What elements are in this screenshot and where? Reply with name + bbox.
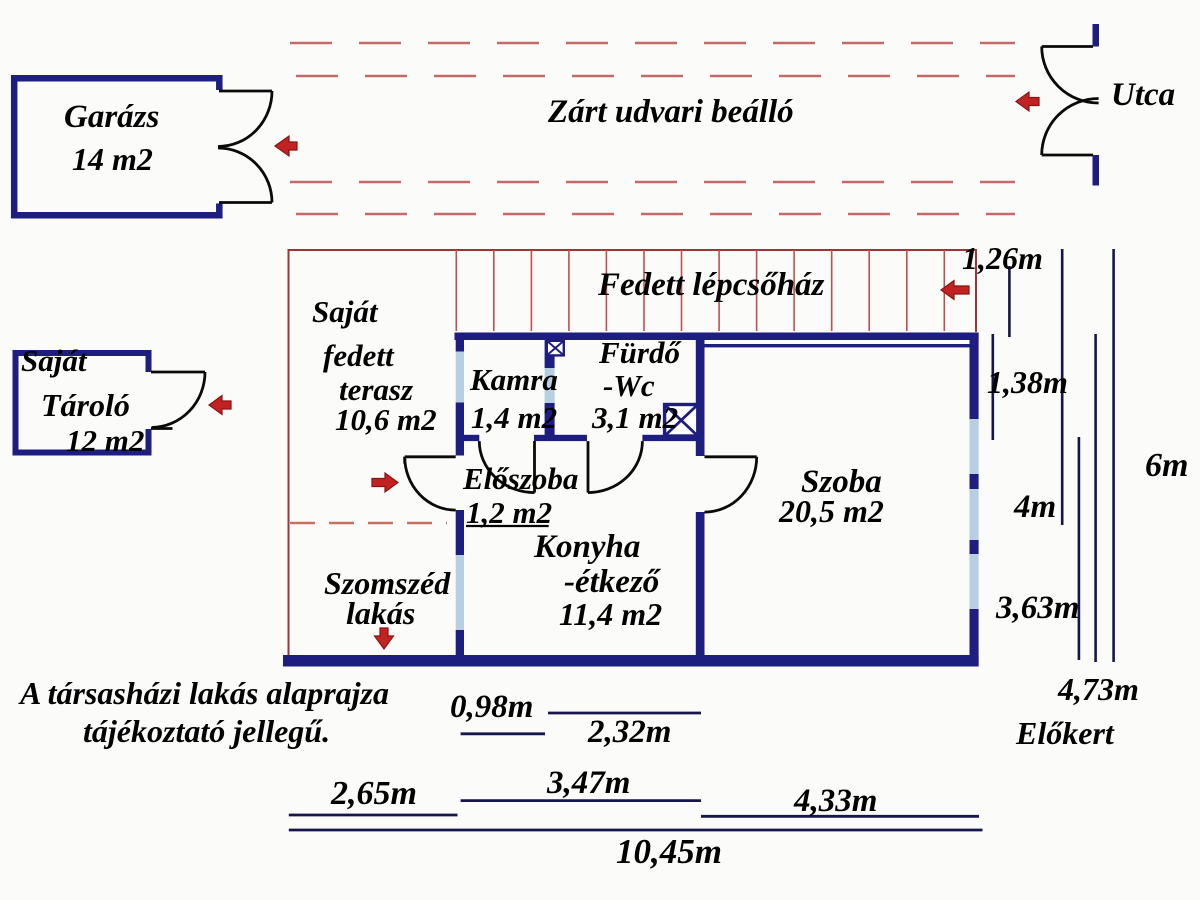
svg-text:1,38m: 1,38m [987,364,1068,400]
svg-text:6m: 6m [1145,447,1188,484]
svg-text:Tároló: Tároló [41,387,130,423]
svg-text:Előkert: Előkert [1015,715,1115,751]
svg-text:1,26m: 1,26m [962,240,1043,276]
svg-text:4,33m: 4,33m [793,783,877,819]
svg-text:Saját: Saját [21,343,88,378]
svg-text:-Wc: -Wc [603,368,655,403]
svg-text:Konyha: Konyha [533,529,640,565]
svg-text:20,5 m2: 20,5 m2 [778,493,884,529]
svg-text:3,1 m2: 3,1 m2 [591,400,678,435]
svg-text:Szomszéd: Szomszéd [324,565,451,601]
svg-text:11,4 m2: 11,4 m2 [559,596,662,632]
svg-text:1,2 m2: 1,2 m2 [466,495,552,530]
svg-text:4m: 4m [1013,489,1056,525]
svg-text:0,98m: 0,98m [450,689,533,725]
svg-text:Utca: Utca [1111,77,1175,113]
svg-text:3,63m: 3,63m [995,590,1079,626]
svg-text:10,6 m2: 10,6 m2 [335,402,437,437]
svg-text:-étkező: -étkező [564,564,662,600]
svg-text:Zárt udvari beálló: Zárt udvari beálló [547,94,794,130]
svg-text:12 m2: 12 m2 [66,423,144,458]
svg-text:1,4 m2: 1,4 m2 [471,400,557,435]
svg-text:fedett: fedett [323,338,395,373]
svg-text:14 m2: 14 m2 [72,141,153,177]
svg-text:Garázs: Garázs [64,99,159,135]
svg-text:3,47m: 3,47m [546,765,630,801]
svg-text:Fedett lépcsőház: Fedett lépcsőház [597,267,825,303]
svg-text:tájékoztató jellegű.: tájékoztató jellegű. [83,713,330,749]
svg-text:Fürdő: Fürdő [598,335,682,370]
svg-text:4,73m: 4,73m [1057,671,1139,707]
svg-text:lakás: lakás [346,595,415,631]
svg-text:2,65m: 2,65m [330,775,417,812]
svg-text:A társasházi lakás alaprajza: A társasházi lakás alaprajza [18,675,389,711]
svg-text:10,45m: 10,45m [616,832,722,871]
svg-text:Kamra: Kamra [469,362,558,397]
svg-text:terasz: terasz [339,372,413,407]
svg-text:Szoba: Szoba [801,464,882,500]
svg-text:Saját: Saját [312,294,379,329]
svg-text:Előszoba: Előszoba [462,461,578,496]
svg-text:2,32m: 2,32m [587,714,671,750]
